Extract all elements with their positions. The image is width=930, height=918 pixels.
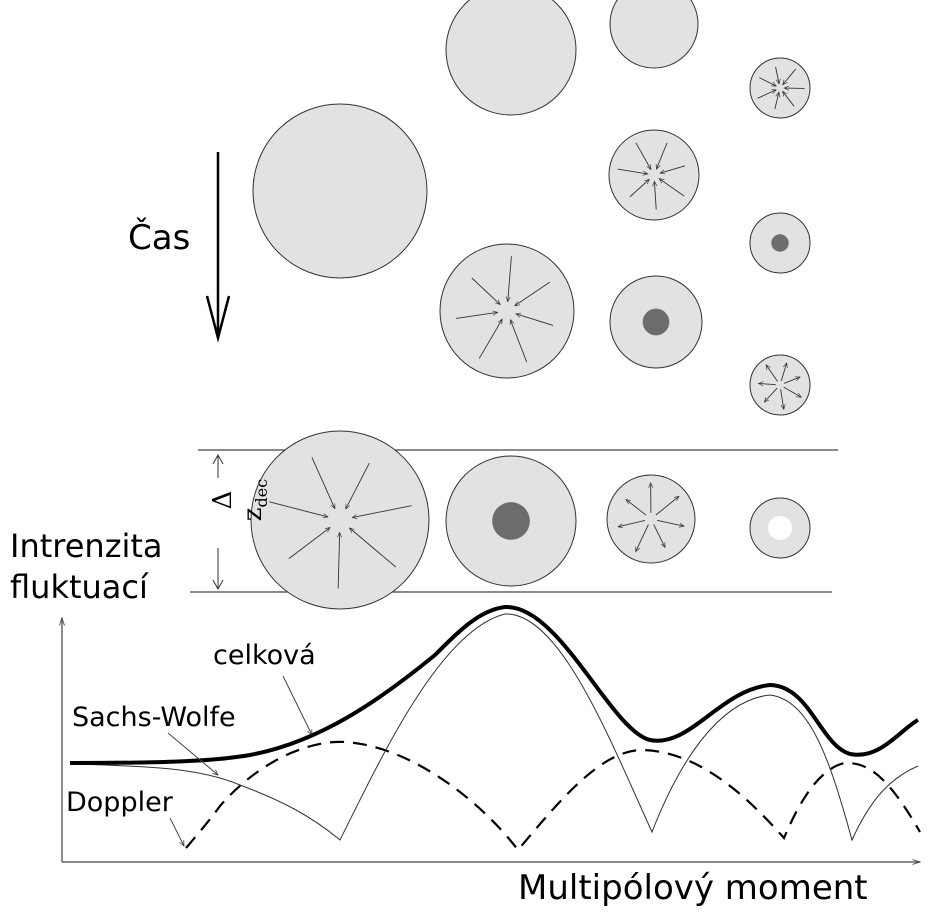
flow-arrow — [659, 179, 685, 197]
flow-arrow — [764, 387, 778, 402]
flow-arrow — [758, 383, 776, 384]
flow-arrow — [766, 365, 778, 382]
flow-arrow — [783, 91, 795, 107]
sachs-wolfe-label: Sachs-Wolfe — [72, 702, 236, 733]
plot-axes — [62, 618, 920, 862]
decoupling-delta-label: Δ zdec — [208, 470, 271, 530]
bubble-plain — [445, 0, 577, 116]
flow-arrow — [345, 462, 370, 509]
flow-arrow — [455, 312, 498, 319]
flow-arrow — [515, 281, 551, 306]
flow-arrow — [618, 519, 646, 526]
flow-arrow — [288, 528, 330, 559]
flow-arrow — [656, 519, 684, 526]
flow-arrow — [656, 142, 668, 169]
doppler-label: Doppler — [66, 787, 173, 818]
decoupling-thickness-arrow — [212, 453, 224, 591]
time-arrow — [205, 152, 231, 343]
flow-arrow — [780, 363, 786, 382]
y-axis-label-line2: fluktuací — [10, 568, 148, 606]
flow-arrow — [478, 319, 502, 359]
total-curve — [69, 604, 920, 765]
bubble-dark-core — [445, 455, 577, 587]
flow-arrow — [780, 389, 784, 409]
decoupling-subscript: dec — [252, 478, 271, 508]
flow-arrow — [783, 68, 797, 85]
flow-arrow — [338, 532, 340, 589]
bubble-grid — [250, 0, 811, 610]
bubble-white-core — [749, 497, 811, 559]
bubble-inflow-arrows — [749, 57, 811, 119]
bubble-plain — [609, 0, 699, 69]
flow-arrow — [655, 496, 679, 516]
flow-arrow — [516, 314, 554, 326]
bubble-inflow-arrows — [439, 243, 575, 379]
label-pointers — [167, 675, 313, 846]
flow-arrow — [635, 142, 652, 170]
time-label: Čas — [128, 218, 191, 258]
flow-arrow — [660, 165, 686, 173]
flow-arrow — [775, 66, 780, 84]
bubble-dark-core — [749, 212, 811, 274]
bubble-plain — [252, 103, 428, 279]
flow-arrow — [510, 320, 528, 363]
y-axis-label-line1: Intrenzita — [10, 527, 163, 565]
flow-arrow — [352, 505, 412, 518]
flow-arrow — [350, 528, 397, 568]
flow-arrow — [783, 377, 800, 384]
x-axis-label: Multipólový moment — [518, 868, 868, 908]
flow-arrow — [783, 386, 802, 397]
bubble-inflow-arrows — [250, 430, 430, 610]
flow-arrow — [626, 499, 647, 516]
flow-arrow — [759, 77, 776, 87]
flow-arrow — [774, 92, 779, 110]
total-curve-label: celková — [213, 640, 316, 671]
flow-arrow — [654, 181, 656, 210]
sachs-wolfe-curve — [69, 613, 919, 842]
bubble-outflow-arrows — [606, 474, 696, 564]
bubble-dark-core — [609, 275, 703, 369]
bubble-inflow-arrows — [608, 129, 700, 221]
flow-arrow — [311, 457, 336, 508]
doppler-curve — [185, 740, 921, 852]
flow-arrow — [629, 179, 649, 198]
flow-arrow — [269, 501, 328, 517]
flow-arrow — [617, 168, 648, 174]
bubble-outflow-arrows — [749, 354, 811, 416]
flow-arrow — [635, 524, 649, 552]
flow-arrow — [508, 256, 512, 301]
flow-arrow — [471, 277, 500, 305]
flow-arrow — [653, 524, 666, 548]
flow-arrow — [757, 89, 777, 99]
